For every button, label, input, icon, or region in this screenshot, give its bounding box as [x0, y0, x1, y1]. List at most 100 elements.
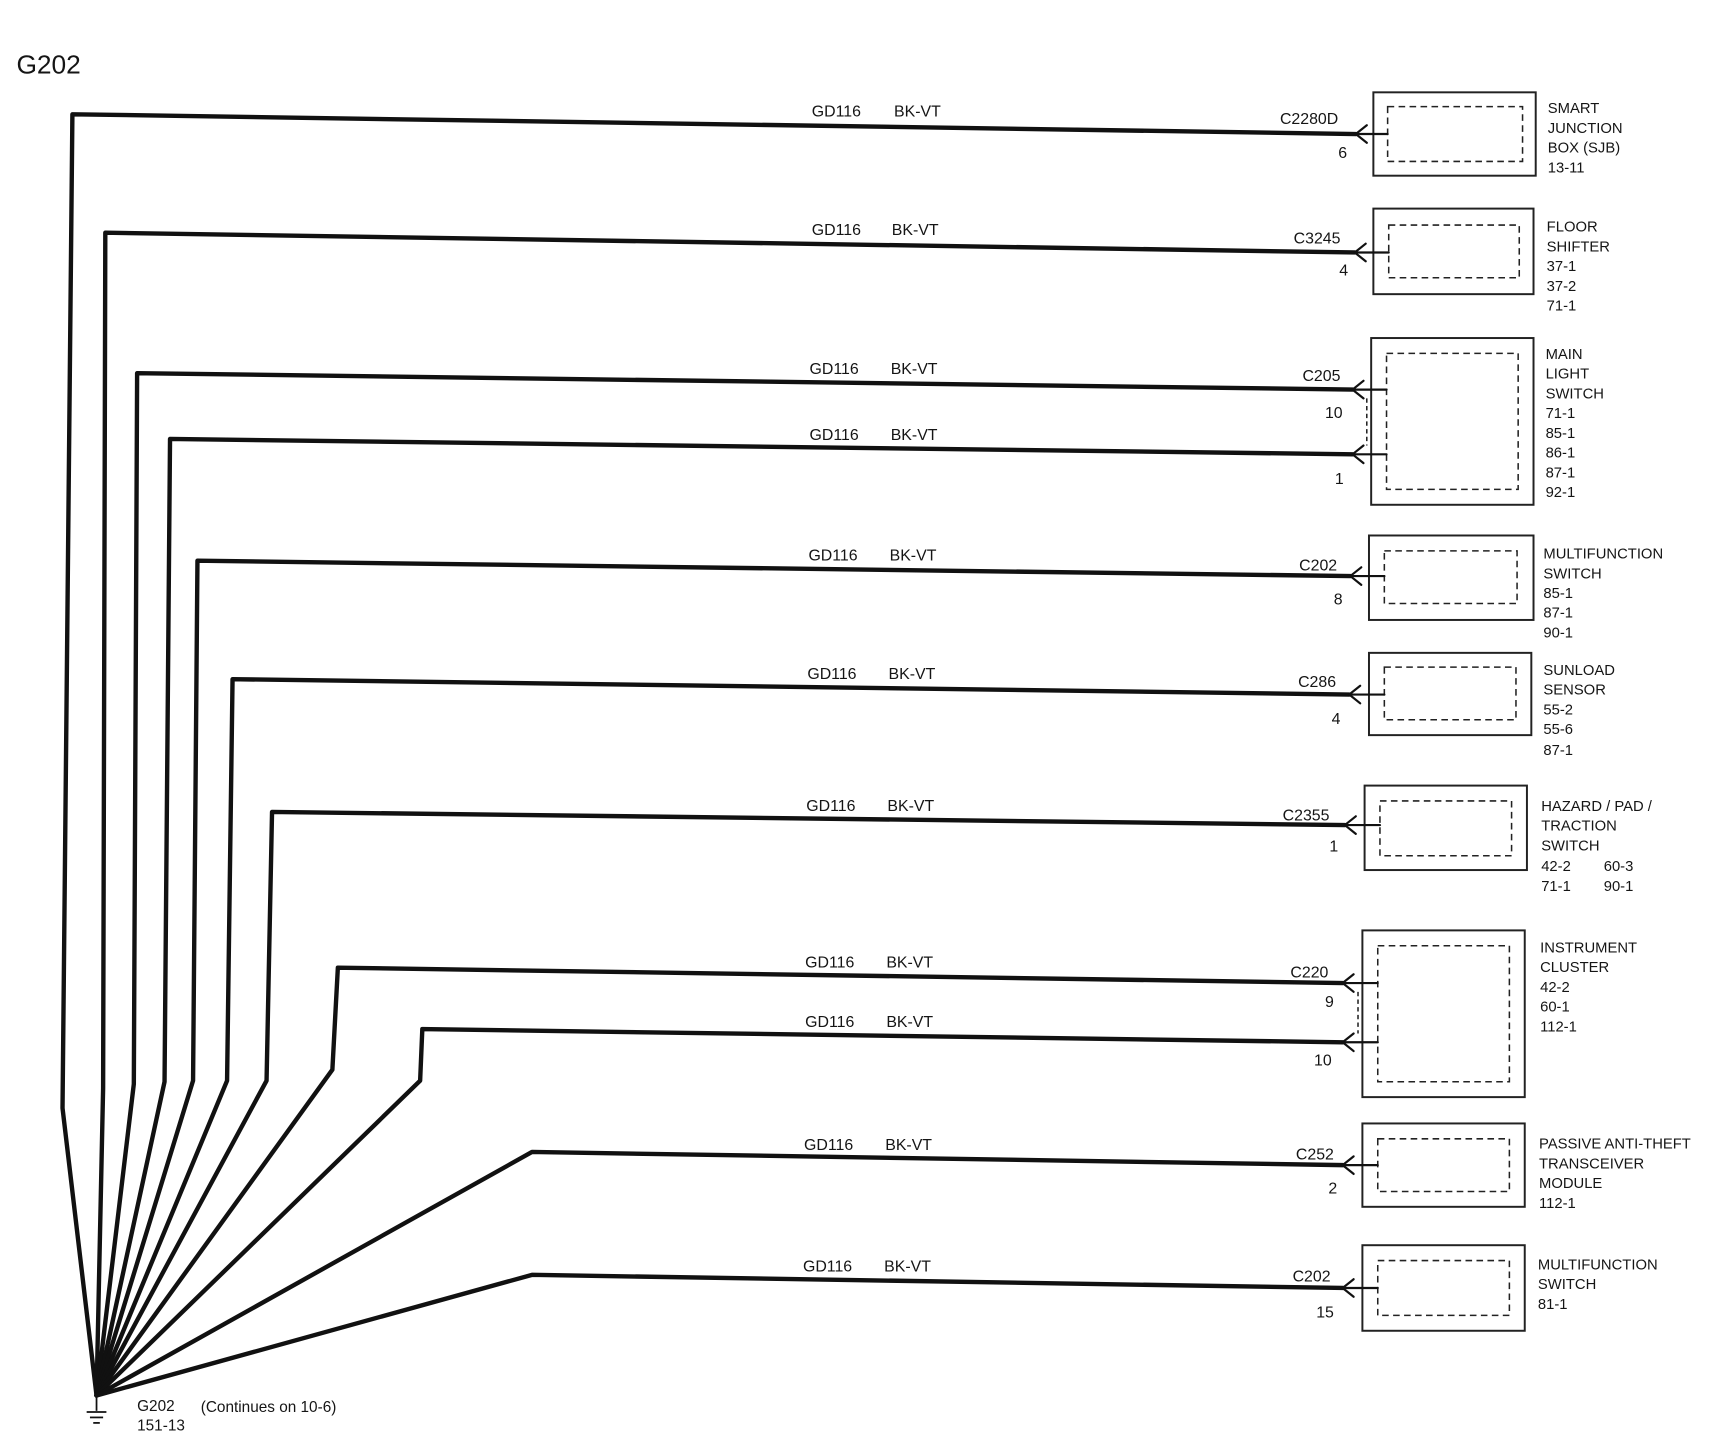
diagram-title: G202	[16, 50, 80, 80]
pin-number: 10	[1325, 405, 1343, 422]
component-name-line: TRACTION	[1541, 819, 1617, 835]
component-inner-outline	[1376, 1259, 1511, 1317]
circuit-label: GD116	[805, 955, 854, 972]
pin-number: 8	[1334, 592, 1343, 609]
wire-path	[94, 436, 1355, 1398]
component-smart-junction-box: SMART JUNCTION BOX (SJB) 13-11	[1372, 91, 1623, 177]
ground-point-g202: G202 151-13 (Continues on 10-6)	[86, 1395, 337, 1435]
circuit-label: GD116	[812, 103, 861, 120]
component-name-line: LIGHT	[1546, 367, 1590, 383]
connector-label: C286	[1298, 674, 1336, 691]
ground-icon	[86, 1395, 107, 1424]
continuation-note: (Continues on 10-6)	[201, 1399, 337, 1416]
connector-label: C220	[1290, 965, 1328, 982]
wire-color-label: BK-VT	[891, 427, 938, 444]
component-inner-outline	[1385, 352, 1519, 491]
circuit-label: GD116	[810, 427, 859, 444]
component-passive-anti-theft-transceiver: PASSIVE ANTI-THEFT TRANSCEIVER MODULE 11…	[1361, 1122, 1691, 1212]
connector-label: C202	[1299, 558, 1337, 575]
wire-7: GD116 BK-VT C2355 1	[94, 798, 1382, 1398]
component-instrument-cluster: INSTRUMENT CLUSTER 42-2 60-1 112-1	[1357, 929, 1637, 1099]
pin-number: 9	[1325, 994, 1334, 1011]
wire-path	[94, 965, 1345, 1398]
component-page-ref: 13-11	[1548, 160, 1585, 176]
component-name-line: PASSIVE ANTI-THEFT	[1539, 1137, 1691, 1153]
component-name-line: SWITCH	[1538, 1277, 1596, 1293]
component-page-ref: 112-1	[1540, 1019, 1577, 1035]
component-inner-outline	[1376, 944, 1511, 1083]
component-outline	[1361, 1122, 1526, 1208]
component-floor-shifter: FLOOR SHIFTER 37-1 37-2 71-1	[1372, 207, 1610, 315]
component-name-line: SUNLOAD	[1543, 663, 1615, 679]
circuit-label: GD116	[812, 222, 861, 239]
component-inner-outline	[1387, 224, 1521, 279]
wire-path	[94, 370, 1355, 1398]
component-outline	[1367, 534, 1535, 621]
wire-color-label: BK-VT	[886, 955, 933, 972]
wire-4: GD116 BK-VT 1	[94, 427, 1388, 1398]
component-sunload-sensor: SUNLOAD SENSOR 55-2 55-6 87-1	[1367, 651, 1615, 759]
component-name-line: HAZARD / PAD /	[1541, 799, 1653, 815]
component-name-line: MODULE	[1539, 1176, 1602, 1192]
component-page-ref: 42-2	[1541, 859, 1571, 875]
component-page-ref: 92-1	[1546, 485, 1576, 501]
circuit-label: GD116	[804, 1137, 853, 1154]
component-outline	[1370, 337, 1535, 506]
pin-number: 4	[1332, 711, 1341, 728]
component-page-ref: 42-2	[1540, 980, 1570, 996]
wire-color-label: BK-VT	[886, 1014, 933, 1031]
component-page-ref: 112-1	[1539, 1196, 1576, 1212]
component-page-ref: 90-1	[1543, 626, 1573, 642]
component-page-ref: 37-2	[1547, 279, 1577, 295]
component-outline	[1361, 929, 1526, 1099]
circuit-label: GD116	[807, 666, 856, 683]
component-hazard-pad-traction-switch: HAZARD / PAD / TRACTION SWITCH 42-2 60-3…	[1363, 784, 1653, 895]
component-page-ref: 85-1	[1543, 586, 1573, 602]
component-name-line: MULTIFUNCTION	[1538, 1257, 1658, 1273]
component-page-ref: 87-1	[1546, 465, 1576, 481]
pin-number: 15	[1316, 1305, 1334, 1322]
component-name-line: JUNCTION	[1548, 121, 1623, 137]
component-outline	[1363, 784, 1528, 872]
pin-number: 1	[1335, 471, 1344, 488]
wire-path	[94, 809, 1348, 1398]
wire-1: GD116 BK-VT C2280D 6	[60, 103, 1389, 1398]
component-name-line: SHIFTER	[1547, 239, 1610, 255]
wire-path	[94, 676, 1352, 1398]
component-main-light-switch: MAIN LIGHT SWITCH 71-1 85-1 86-1 87-1 92…	[1366, 337, 1604, 506]
component-page-ref: 37-1	[1547, 259, 1577, 275]
component-name-line: SWITCH	[1546, 386, 1604, 402]
circuit-label: GD116	[803, 1259, 852, 1276]
connector-label: C202	[1293, 1268, 1331, 1285]
pin-number: 4	[1339, 263, 1348, 280]
component-page-ref: 87-1	[1543, 606, 1573, 622]
wire-color-label: BK-VT	[890, 548, 937, 565]
wire-6: GD116 BK-VT C286 4	[94, 666, 1386, 1398]
component-name-line: SENSOR	[1543, 683, 1606, 699]
wire-8: GD116 BK-VT C220 9	[94, 955, 1379, 1398]
component-page-ref: 71-1	[1541, 879, 1571, 895]
wire-path	[94, 1149, 1345, 1398]
component-page-ref: 85-1	[1546, 426, 1576, 442]
wire-2: GD116 BK-VT C3245 4	[94, 222, 1390, 1398]
component-page-ref: 86-1	[1546, 446, 1576, 462]
wire-9: GD116 BK-VT 10	[94, 1014, 1379, 1398]
component-multifunction-switch-1: MULTIFUNCTION SWITCH 85-1 87-1 90-1	[1367, 534, 1663, 642]
component-outline	[1372, 91, 1537, 177]
wire-color-label: BK-VT	[889, 666, 936, 683]
connector-label: C205	[1302, 368, 1340, 385]
component-page-ref: 60-3	[1604, 859, 1634, 875]
component-inner-outline	[1386, 105, 1524, 163]
component-name-line: FLOOR	[1547, 220, 1598, 236]
component-page-ref: 81-1	[1538, 1297, 1568, 1313]
component-inner-outline	[1376, 1138, 1511, 1193]
wire-path	[94, 230, 1357, 1398]
component-page-ref: 90-1	[1604, 879, 1634, 895]
component-page-ref: 87-1	[1543, 743, 1573, 759]
wire-color-label: BK-VT	[885, 1137, 932, 1154]
component-outline	[1372, 207, 1535, 296]
circuit-label: GD116	[810, 361, 859, 378]
component-page-ref: 71-1	[1546, 406, 1576, 422]
connector-label: C2280D	[1280, 111, 1338, 128]
